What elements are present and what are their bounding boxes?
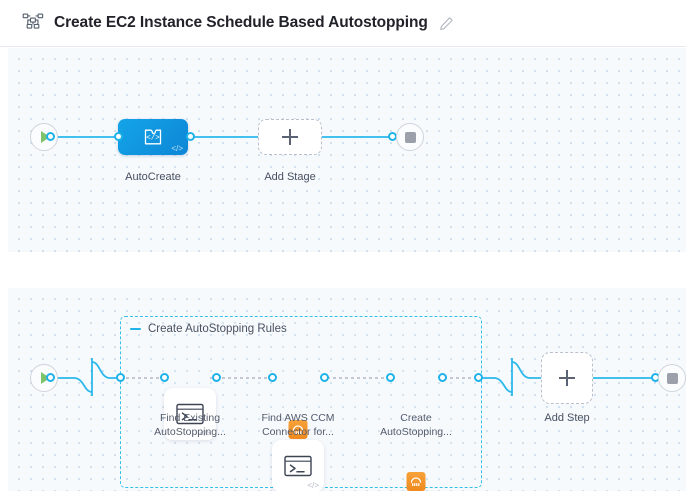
play-icon bbox=[41, 372, 50, 384]
group-input-port[interactable] bbox=[116, 373, 125, 382]
step2-output-port[interactable] bbox=[320, 373, 329, 382]
step3-input-port[interactable] bbox=[386, 373, 395, 382]
stop-icon bbox=[404, 131, 416, 143]
start-output-port[interactable] bbox=[46, 132, 55, 141]
edit-pencil-icon[interactable] bbox=[439, 16, 454, 31]
minus-icon[interactable] bbox=[130, 328, 141, 330]
step3-output-port[interactable] bbox=[438, 373, 447, 382]
play-icon bbox=[41, 131, 50, 143]
step-label-3: Create AutoStopping... bbox=[380, 412, 452, 438]
svg-text:</>: </> bbox=[146, 135, 160, 143]
shell-script-icon bbox=[284, 455, 312, 477]
step1-input-port[interactable] bbox=[160, 373, 169, 382]
execution-end-node[interactable] bbox=[658, 364, 686, 392]
plus-icon bbox=[559, 370, 575, 386]
aws-icon bbox=[288, 420, 308, 439]
stop-icon bbox=[666, 372, 678, 384]
plus-icon bbox=[282, 129, 298, 145]
step2-input-port[interactable] bbox=[268, 373, 277, 382]
execution-start-output-port[interactable] bbox=[46, 373, 55, 382]
code-badge: </> bbox=[307, 481, 319, 490]
code-badge: </> bbox=[199, 429, 211, 438]
autocreate-input-port[interactable] bbox=[114, 132, 123, 141]
step-group-title: Create AutoStopping Rules bbox=[148, 323, 287, 335]
add-stage-button[interactable] bbox=[258, 119, 322, 155]
autocreate-output-port[interactable] bbox=[186, 132, 195, 141]
stage-label-autocreate: AutoCreate bbox=[125, 171, 181, 183]
step-node-find-aws-ccm-connector[interactable]: </> bbox=[272, 420, 324, 491]
page-title: Create EC2 Instance Schedule Based Autos… bbox=[54, 14, 428, 31]
step-label-1: Find Existing AutoStopping... bbox=[154, 412, 226, 438]
pipeline-graph-icon bbox=[22, 13, 44, 29]
aws-glyph bbox=[410, 477, 422, 486]
code-badge: </> bbox=[171, 144, 183, 153]
aws-icon bbox=[406, 472, 426, 491]
pipeline-end-node[interactable] bbox=[396, 123, 424, 151]
step-group-header[interactable]: Create AutoStopping Rules bbox=[130, 323, 287, 335]
shell-script-icon: </> bbox=[144, 129, 162, 145]
step-node-find-existing-autostopping[interactable]: </> bbox=[164, 388, 216, 440]
stage-node-autocreate[interactable]: </> </> bbox=[118, 119, 188, 155]
page-header: Create EC2 Instance Schedule Based Autos… bbox=[0, 0, 686, 47]
add-stage-label: Add Stage bbox=[264, 171, 316, 183]
add-step-button[interactable] bbox=[541, 352, 593, 404]
step-label-2: Find AWS CCM Connector for... bbox=[261, 412, 335, 438]
shell-script-icon bbox=[176, 403, 204, 425]
group-output-port[interactable] bbox=[474, 373, 483, 382]
aws-glyph bbox=[292, 425, 304, 434]
step1-output-port[interactable] bbox=[212, 373, 221, 382]
add-step-label: Add Step bbox=[544, 412, 590, 424]
stages-canvas[interactable] bbox=[8, 48, 686, 252]
